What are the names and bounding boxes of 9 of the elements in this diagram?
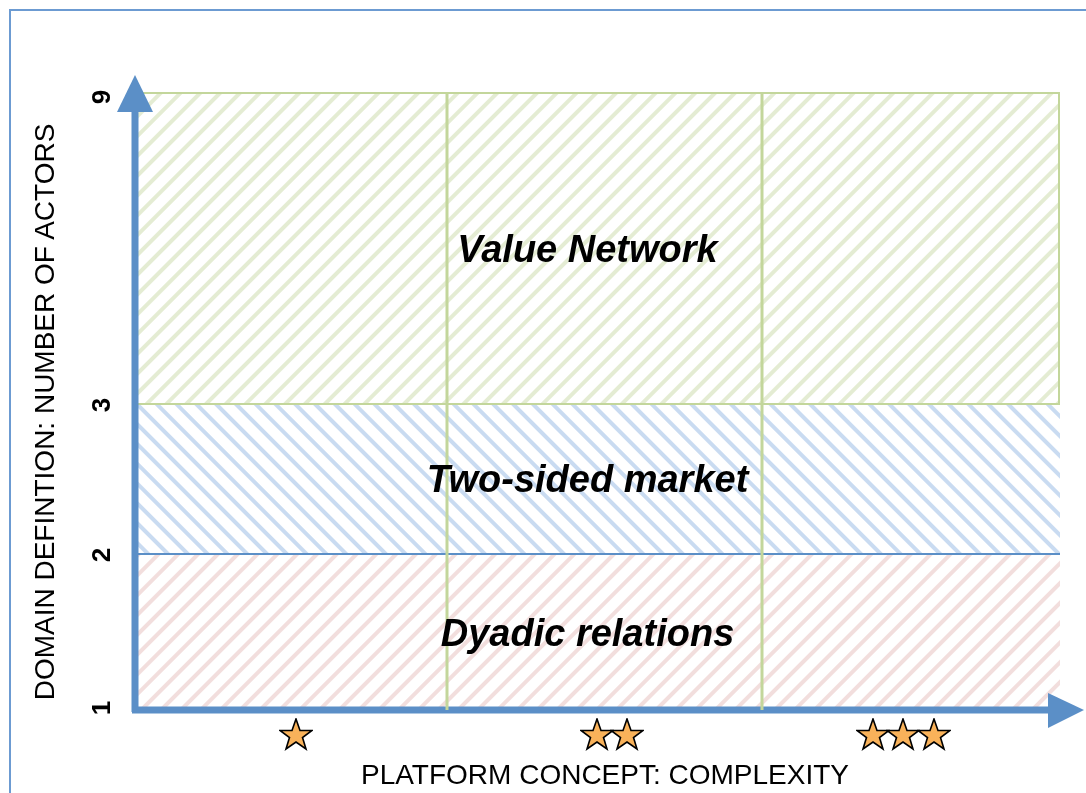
tick-label: 1 xyxy=(88,700,114,716)
axis-title: PLATFORM CONCEPT: COMPLEXITY xyxy=(361,761,849,789)
tick-label: 3 xyxy=(88,397,114,413)
band-label: Value Network xyxy=(457,229,718,268)
tick-label: 9 xyxy=(88,89,114,105)
band-label: Two-sided market xyxy=(426,460,749,498)
tick-label: 2 xyxy=(88,547,114,563)
axis-title: DOMAIN DEFINTION: NUMBER OF ACTORS xyxy=(31,123,59,701)
band-label: Dyadic relations xyxy=(440,613,735,652)
